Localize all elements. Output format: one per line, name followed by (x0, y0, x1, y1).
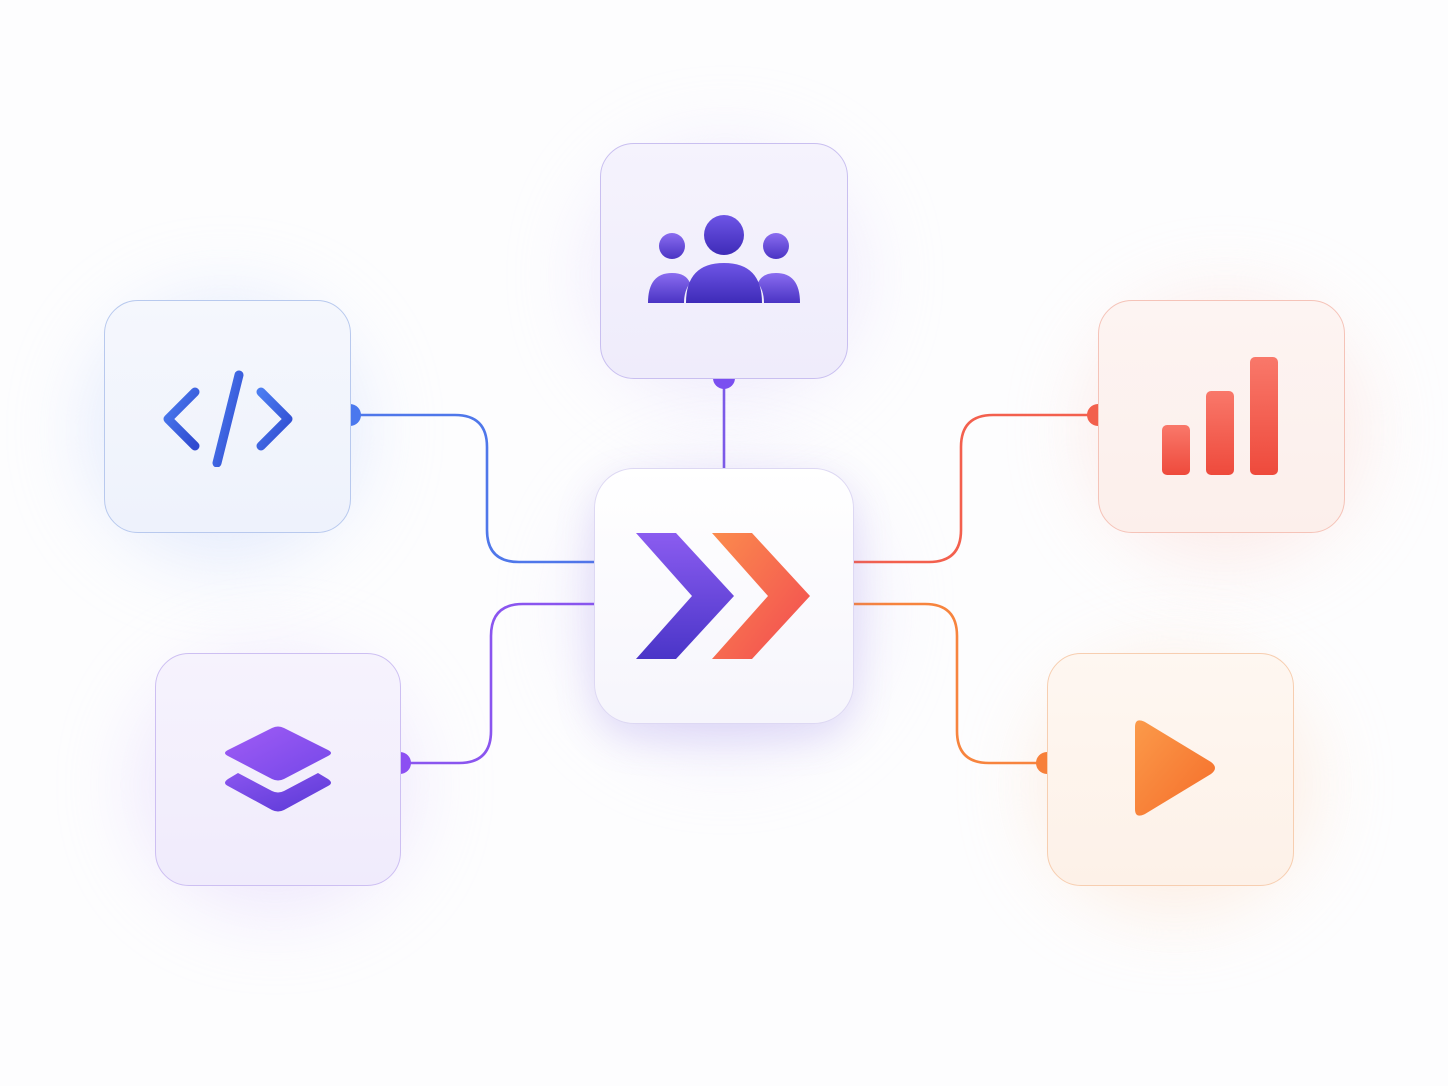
double-chevron-right-icon (636, 533, 810, 659)
media-node[interactable] (1047, 653, 1294, 886)
users-icon (648, 215, 800, 303)
bar-chart-icon (1161, 356, 1278, 475)
hub-node[interactable] (594, 468, 854, 724)
layers-icon (225, 726, 331, 811)
analytics-node[interactable] (1098, 300, 1345, 533)
team-node[interactable] (600, 143, 848, 379)
code-node[interactable] (104, 300, 351, 533)
layers-node[interactable] (155, 653, 401, 886)
connector-media (853, 602, 1047, 765)
code-icon (163, 370, 292, 467)
connector-code (350, 413, 595, 564)
play-icon (1134, 719, 1215, 816)
connector-analytics (853, 413, 1098, 564)
connector-layers (400, 602, 595, 765)
